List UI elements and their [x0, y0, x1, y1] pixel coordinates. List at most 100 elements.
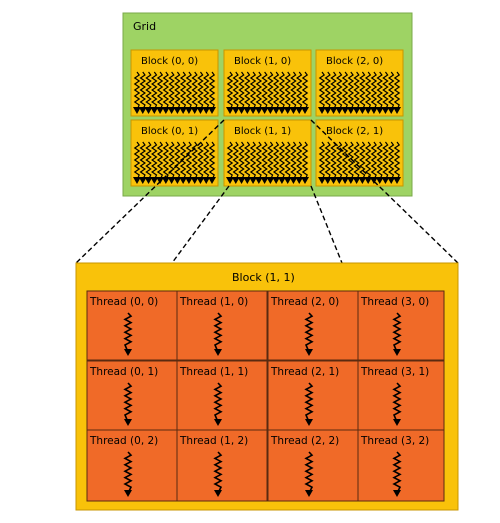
- thread-arrow-icon: [272, 71, 281, 114]
- thread-label: Thread (1, 0): [179, 296, 248, 308]
- thread-cell: Thread (0, 0): [86, 290, 178, 361]
- thread-arrow-icon: [283, 141, 292, 184]
- thread-arrow-icon: [329, 141, 338, 184]
- thread-cell: Thread (3, 0): [357, 290, 445, 361]
- thread-arrow-icon: [254, 71, 263, 114]
- thread-arrow-icon: [266, 71, 275, 114]
- thread-arrow-icon: [213, 312, 223, 356]
- thread-arrow-icon: [196, 71, 205, 114]
- thread-arrow-icon: [249, 71, 258, 114]
- thread-label: Thread (2, 1): [270, 366, 339, 378]
- thread-cell-box: [86, 360, 178, 431]
- thread-arrow-icon: [173, 71, 182, 114]
- thread-arrow-icon: [277, 141, 286, 184]
- grid-block: Block (2, 0): [315, 49, 404, 117]
- thread-arrow-icon: [392, 451, 402, 497]
- thread-cell-box: [357, 429, 445, 502]
- thread-arrow-icon: [231, 141, 240, 184]
- thread-label: Thread (3, 0): [360, 296, 429, 308]
- thread-arrow-icon: [381, 71, 390, 114]
- thread-arrow-icon: [138, 141, 147, 184]
- thread-arrow-icon: [254, 141, 263, 184]
- thread-arrow-icon: [392, 312, 402, 356]
- thread-arrow-icon: [249, 141, 258, 184]
- grid-block-label: Block (2, 0): [326, 56, 383, 67]
- thread-arrow-icon: [346, 141, 355, 184]
- thread-cell: Thread (3, 2): [357, 429, 445, 502]
- thread-arrow-icon: [295, 141, 304, 184]
- thread-arrow-icon: [226, 141, 234, 184]
- thread-arrow-icon: [346, 71, 355, 114]
- grid-block-label: Block (1, 0): [234, 56, 291, 67]
- thread-arrow-icon: [208, 141, 216, 184]
- thread-arrow-icon: [266, 141, 275, 184]
- thread-cell: Thread (2, 1): [267, 360, 359, 431]
- thread-arrow-icon: [243, 71, 252, 114]
- thread-arrow-icon: [341, 141, 350, 184]
- grid-block: Block (0, 0): [130, 49, 219, 117]
- thread-arrow-icon: [289, 71, 298, 114]
- thread-label: Thread (0, 0): [89, 296, 158, 308]
- thread-label: Thread (0, 1): [89, 366, 158, 378]
- thread-arrow-icon: [161, 71, 170, 114]
- thread-arrow-icon: [375, 71, 384, 114]
- thread-cell: Thread (0, 1): [86, 360, 178, 431]
- thread-cell: Thread (2, 2): [267, 429, 359, 502]
- thread-arrow-icon: [329, 71, 338, 114]
- thread-arrow-icon: [352, 71, 361, 114]
- thread-arrow-icon: [387, 71, 396, 114]
- thread-arrow-icon: [156, 141, 165, 184]
- thread-cell: Thread (1, 1): [176, 360, 268, 431]
- connector-line: [310, 185, 343, 264]
- thread-cell-box: [267, 429, 359, 502]
- thread-arrow-icon: [392, 382, 402, 426]
- thread-arrow-icon: [138, 71, 147, 114]
- thread-label: Thread (1, 2): [179, 435, 248, 447]
- grid-block: Block (0, 1): [130, 119, 219, 187]
- thread-arrow-icon: [156, 71, 165, 114]
- thread-cell-box: [176, 290, 268, 361]
- thread-arrow-icon: [237, 141, 246, 184]
- thread-label: Thread (3, 2): [360, 435, 429, 447]
- thread-arrow-icon: [393, 71, 401, 114]
- thread-cell: Thread (1, 2): [176, 429, 268, 502]
- thread-arrow-icon: [304, 382, 314, 426]
- thread-arrow-icon: [237, 71, 246, 114]
- thread-arrow-icon: [335, 71, 344, 114]
- thread-arrow-icon: [150, 141, 159, 184]
- thread-arrow-icon: [213, 451, 223, 497]
- thread-arrow-icon: [123, 382, 133, 426]
- grid-block-label: Block (0, 0): [141, 56, 198, 67]
- thread-arrow-icon: [364, 71, 373, 114]
- thread-arrow-icon: [179, 141, 188, 184]
- thread-arrow-icon: [387, 141, 396, 184]
- thread-arrow-icon: [352, 141, 361, 184]
- thread-arrow-icon: [123, 451, 133, 497]
- thread-arrow-icon: [272, 141, 281, 184]
- connector-line: [171, 185, 230, 264]
- thread-arrow-icon: [123, 312, 133, 356]
- block-detail-panel: Block (1, 1)Thread (0, 0)Thread (1, 0)Th…: [75, 262, 459, 511]
- thread-arrow-icon: [184, 141, 193, 184]
- thread-label: Thread (0, 2): [89, 435, 158, 447]
- thread-arrow-icon: [260, 71, 269, 114]
- thread-label: Thread (2, 0): [270, 296, 339, 308]
- thread-arrow-icon: [381, 141, 390, 184]
- grid-block: Block (1, 1): [223, 119, 312, 187]
- thread-arrow-icon: [369, 71, 378, 114]
- connector-line: [310, 119, 459, 264]
- connector-line: [75, 119, 225, 264]
- thread-cell: Thread (0, 2): [86, 429, 178, 502]
- thread-arrow-icon: [323, 71, 332, 114]
- grid-block: Block (2, 1): [315, 119, 404, 187]
- thread-arrow-icon: [304, 451, 314, 497]
- grid-block-label: Block (2, 1): [326, 126, 383, 137]
- thread-arrow-icon: [341, 71, 350, 114]
- thread-arrow-icon: [190, 141, 199, 184]
- grid-block-label: Block (1, 1): [234, 126, 291, 137]
- thread-arrow-icon: [289, 141, 298, 184]
- thread-cell-box: [357, 360, 445, 431]
- thread-arrow-icon: [318, 71, 326, 114]
